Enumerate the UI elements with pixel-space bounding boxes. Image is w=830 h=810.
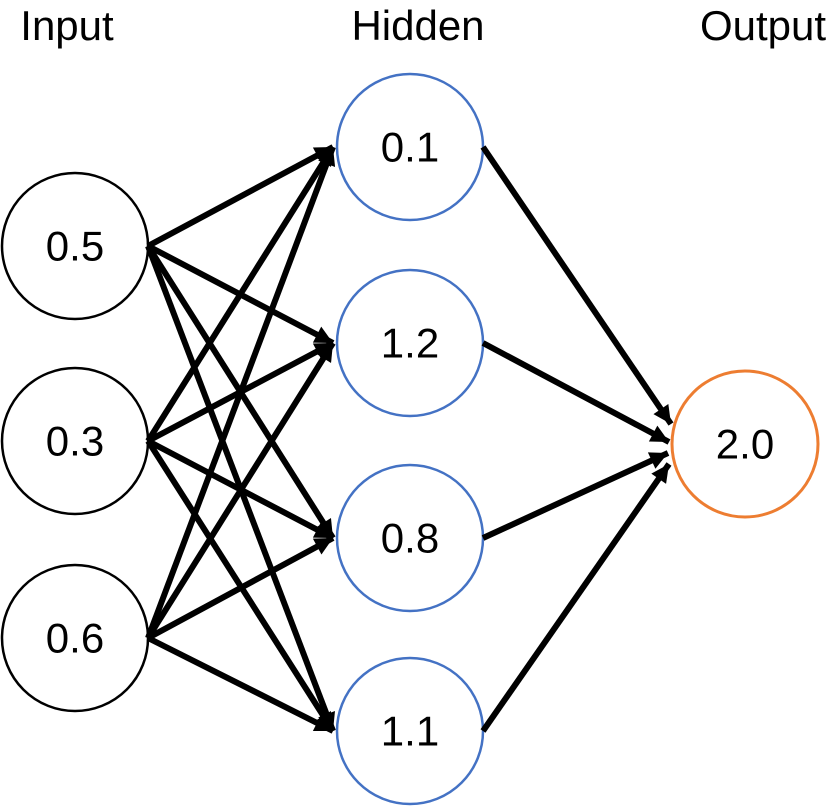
edge-hidden-1-to-output-1 <box>480 145 674 426</box>
layer-label-output: Output <box>700 2 826 49</box>
edge-input-2-to-hidden-1 <box>145 145 336 443</box>
layer-label-hidden: Hidden <box>351 2 484 49</box>
hidden-node-4-value: 1.1 <box>381 708 439 755</box>
edge-hidden-4-to-output-1 <box>480 462 672 733</box>
output-node-1 <box>670 369 820 519</box>
input-node-3-value: 0.6 <box>46 615 104 662</box>
edge-input-3-to-hidden-3 <box>146 535 335 641</box>
nodes-layer <box>0 72 820 806</box>
edge-input-3-to-hidden-2 <box>145 341 336 640</box>
edge-input-3-to-hidden-1 <box>145 145 336 640</box>
hidden-node-2-value: 1.2 <box>381 320 439 367</box>
edges-layer <box>145 144 674 734</box>
edge-input-3-to-hidden-4 <box>146 635 335 734</box>
edge-input-1-to-hidden-1 <box>146 144 335 249</box>
edge-hidden-3-to-output-1 <box>481 450 670 541</box>
values-layer: 0.5 0.3 0.6 0.1 1.2 0.8 1.1 2.0 <box>46 124 774 755</box>
input-node-2-value: 0.3 <box>46 418 104 465</box>
layer-label-input: Input <box>20 2 114 49</box>
input-node-1-value: 0.5 <box>46 223 104 270</box>
hidden-node-1-value: 0.1 <box>381 124 439 171</box>
edge-hidden-2-to-output-1 <box>481 340 671 445</box>
output-node-1-value: 2.0 <box>716 421 774 468</box>
hidden-node-3-value: 0.8 <box>381 515 439 562</box>
